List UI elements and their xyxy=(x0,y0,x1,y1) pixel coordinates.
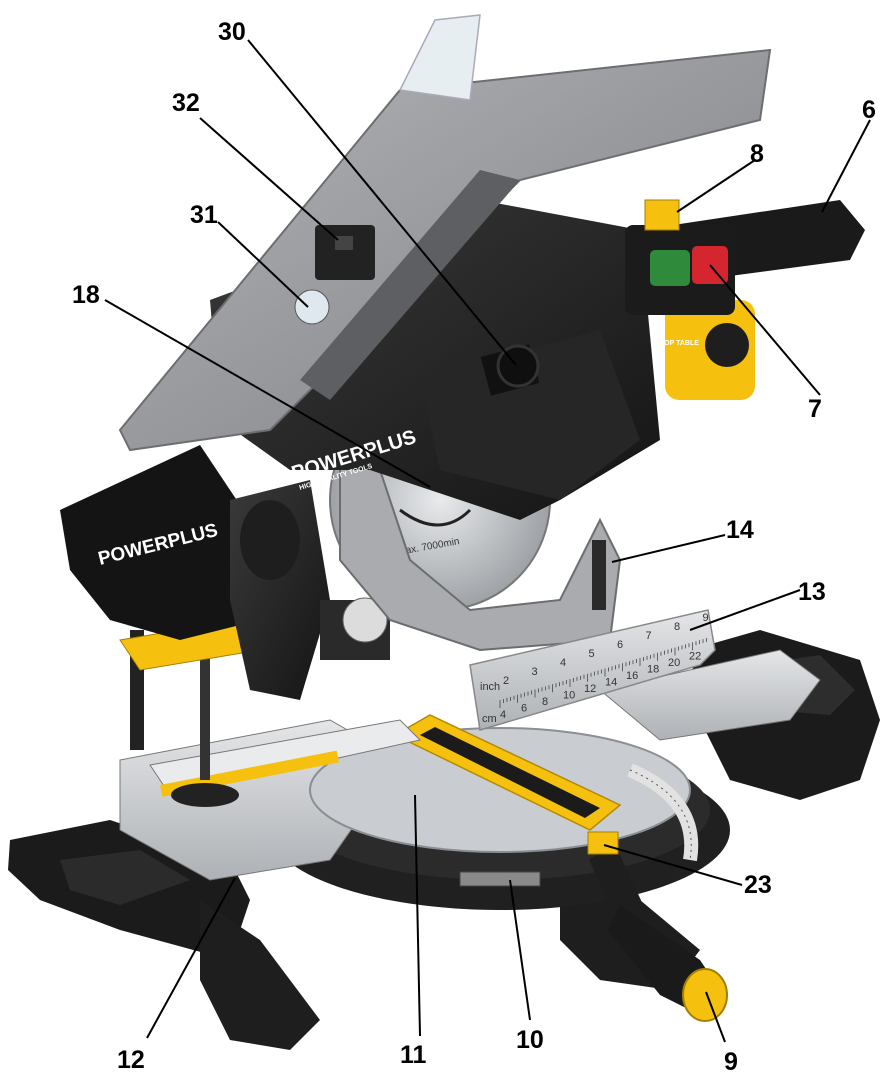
dust-bag: POWERPLUS xyxy=(60,445,260,640)
ruler-inch-mark: 7 xyxy=(646,630,652,642)
inch-label: inch xyxy=(480,681,500,693)
ruler-cm-mark: 10 xyxy=(563,690,575,702)
leader-30 xyxy=(247,39,517,366)
callout-14: 14 xyxy=(726,516,754,544)
leader-14 xyxy=(611,534,726,563)
callout-30: 30 xyxy=(218,18,246,46)
ruler-cm-mark: 6 xyxy=(521,703,527,715)
lower-blade-guard[interactable] xyxy=(339,458,622,652)
ruler-cm-mark: 4 xyxy=(500,709,506,721)
ruler-cm-mark: 20 xyxy=(668,657,680,669)
ruler-cm-mark: 22 xyxy=(689,651,701,663)
bevel-scale xyxy=(459,871,541,887)
callout-9: 9 xyxy=(724,1048,738,1076)
leader-9 xyxy=(705,991,726,1043)
ruler-inch-mark: 3 xyxy=(532,666,538,678)
callout-numbers: 30 32 31 18 8 6 7 14 13 23 12 11 10 9 xyxy=(72,18,876,1076)
leader-13 xyxy=(689,589,801,631)
leader-6 xyxy=(821,119,871,213)
measuring-ruler: inch cm 2 3 4 5 6 7 8 9 4 6 8 10 12 14 16 18 20 22 xyxy=(469,609,716,731)
lock-button[interactable] xyxy=(644,199,680,231)
ruler-inch-mark: 4 xyxy=(560,657,566,669)
leader-31 xyxy=(217,221,309,308)
callout-13: 13 xyxy=(798,578,826,606)
work-light xyxy=(294,289,330,325)
ruler-inch-mark: 6 xyxy=(617,639,623,651)
callout-8: 8 xyxy=(750,140,764,168)
leader-11 xyxy=(414,794,421,1037)
leader-lines xyxy=(104,39,871,1043)
top-table-label: TOP TABLE xyxy=(660,340,699,347)
ruler-inch-mark: 5 xyxy=(589,648,595,660)
callout-10: 10 xyxy=(516,1026,544,1054)
ruler-inch-mark: 8 xyxy=(674,621,680,633)
callout-7: 7 xyxy=(808,395,822,423)
leader-10 xyxy=(509,879,531,1021)
ruler-cm-mark: 12 xyxy=(584,683,596,695)
callout-23: 23 xyxy=(744,871,772,899)
leader-7 xyxy=(709,264,821,396)
top-table-switch[interactable] xyxy=(315,225,375,280)
callout-12: 12 xyxy=(117,1046,145,1074)
leader-32 xyxy=(199,117,339,241)
handle-group[interactable] xyxy=(625,199,865,315)
ruler-cm-mark: 18 xyxy=(647,664,659,676)
callout-32: 32 xyxy=(172,89,200,117)
leader-18 xyxy=(104,299,431,488)
ruler-cm-mark: 16 xyxy=(626,670,638,682)
callout-6: 6 xyxy=(862,96,876,124)
leader-8 xyxy=(676,159,756,213)
base xyxy=(8,630,880,1050)
callout-18: 18 xyxy=(72,281,100,309)
ruler-inch-mark: 2 xyxy=(503,675,509,687)
leader-12 xyxy=(146,877,236,1039)
callout-31: 31 xyxy=(190,201,218,229)
ruler-cm-mark: 8 xyxy=(542,696,548,708)
top-table[interactable] xyxy=(118,14,772,452)
on-switch[interactable] xyxy=(650,250,690,286)
callout-11: 11 xyxy=(400,1041,427,1069)
leader-23 xyxy=(603,844,743,886)
pivot-arm xyxy=(230,480,390,700)
ruler-cm-mark: 14 xyxy=(605,677,617,689)
ruler-inch-mark: 9 xyxy=(703,612,709,624)
blade-guard-top xyxy=(398,14,481,101)
cm-label: cm xyxy=(482,713,497,725)
ruler-ticks: 2 3 4 5 6 7 8 9 4 6 8 10 12 14 16 18 20 22 xyxy=(499,612,709,721)
miter-lock-handle[interactable] xyxy=(588,846,728,1022)
indexing-lever[interactable] xyxy=(587,831,619,855)
